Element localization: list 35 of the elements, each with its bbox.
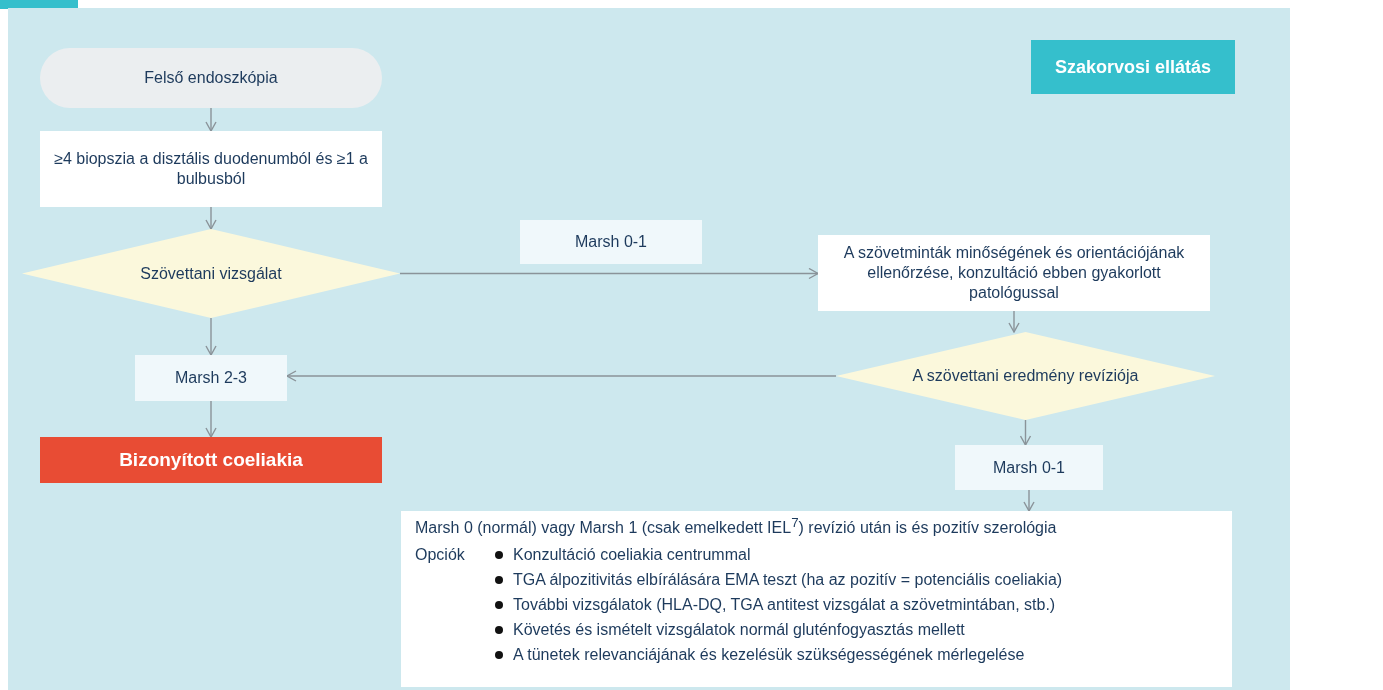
outcome-box — [40, 437, 382, 483]
start-terminal — [40, 48, 382, 108]
result-box — [520, 220, 702, 264]
arrow — [286, 370, 837, 382]
node-label: Marsh 0-1 — [993, 457, 1065, 478]
bullet-item: TGA álpozitivitás elbírálására EMA teszt (ha az pozitív = potenciális coeliakia) — [493, 567, 1063, 593]
node-label: ≥4 biopszia a disztális duodenumból és ≥1 a bulbusból — [53, 149, 369, 189]
bullet-item: További vizsgálatok (HLA-DQ, TGA antitest vizsgálat a szövetmintában, stb.) — [493, 592, 1063, 618]
process-box — [40, 131, 382, 207]
process-box — [818, 235, 1210, 311]
node-label: A szövettani eredmény revíziója — [912, 366, 1139, 386]
node-label: A szövetminták minőségének és orientációjának ellenőrzése, konzultáció ebben gyakorlott patológussal — [842, 243, 1186, 303]
section-tag — [1031, 40, 1235, 94]
arrow — [205, 206, 217, 230]
node-label: Bizonyított coeliakia — [119, 448, 303, 472]
arrow — [399, 267, 819, 280]
node-label: Marsh 2-3 — [175, 368, 247, 388]
node-label: Marsh 0-1 — [575, 232, 647, 252]
arrow — [205, 400, 217, 438]
note-heading: Marsh 0 (normál) vagy Marsh 1 (csak emelkedett IEL$^{7}$) revízió után is és pozitív szerológia — [415, 515, 1058, 539]
result-box — [135, 355, 287, 401]
arrow — [1019, 419, 1032, 446]
arrow — [1008, 310, 1020, 333]
options-label: Opciók — [415, 545, 466, 566]
arrow — [1023, 489, 1035, 512]
node-label: Szövettani vizsgálat — [140, 263, 282, 284]
arrow — [205, 317, 217, 356]
node-label: Szakorvosi ellátás — [1054, 55, 1212, 79]
bullet-item: Követés és ismételt vizsgálatok normál gluténfogyasztás mellett — [493, 617, 1063, 643]
result-box — [955, 445, 1103, 490]
bullet-item: A tünetek relevanciájának és kezelésük szükségességének mérlegelése — [493, 642, 1063, 668]
node-label: Felső endoszkópia — [144, 68, 278, 88]
bullet-item: Konzultáció coeliakia centrummal — [493, 542, 1063, 568]
note-box — [401, 511, 1232, 687]
arrow — [205, 107, 217, 132]
